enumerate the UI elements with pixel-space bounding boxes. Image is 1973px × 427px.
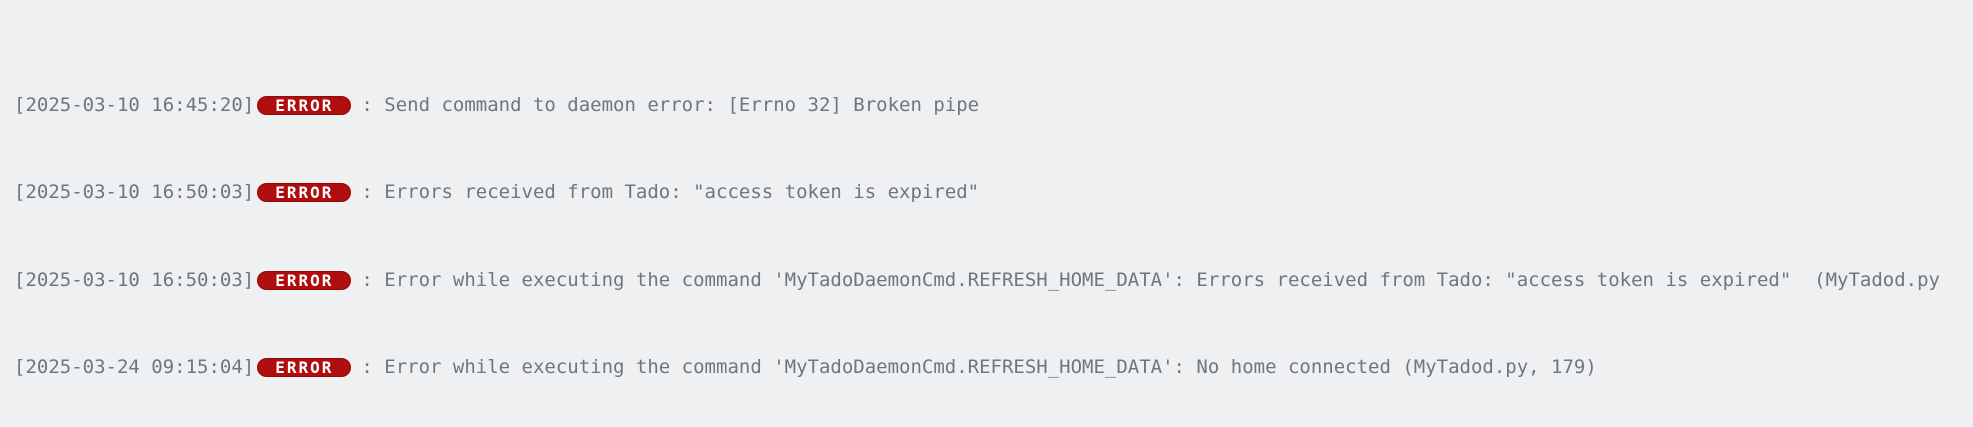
- error-level-badge: ERROR: [257, 270, 352, 290]
- error-level-badge: ERROR: [257, 357, 352, 377]
- log-timestamp: [2025-03-10 16:50:03]: [14, 181, 255, 204]
- log-message: : Send command to daemon error: [Errno 3…: [361, 94, 980, 116]
- log-entry: [2025-03-10 16:50:03]ERROR : Errors recei…: [14, 182, 1973, 203]
- log-timestamp: [2025-03-10 16:45:20]: [14, 94, 255, 116]
- error-level-badge: ERROR: [257, 96, 352, 115]
- log-message: : Errors received from Tado: "access tok…: [361, 181, 980, 204]
- error-level-badge: ERROR: [257, 183, 352, 203]
- log-message: : Error while executing the command 'MyT…: [361, 355, 1597, 378]
- log-timestamp: [2025-03-24 09:15:04]: [14, 355, 255, 378]
- log-timestamp: [2025-03-10 16:50:03]: [14, 268, 255, 291]
- log-entry: [2025-03-24 09:15:04]ERROR : Error while …: [14, 355, 1973, 378]
- log-message: : Error while executing the command 'MyT…: [361, 268, 1940, 291]
- log-entry: [2025-03-10 16:45:20]ERROR : Send command…: [14, 94, 1973, 116]
- log-entry: [2025-03-10 16:50:03]ERROR : Error while …: [14, 268, 1973, 291]
- log-list: [2025-03-10 16:45:20]ERROR: Send command…: [14, 51, 1973, 427]
